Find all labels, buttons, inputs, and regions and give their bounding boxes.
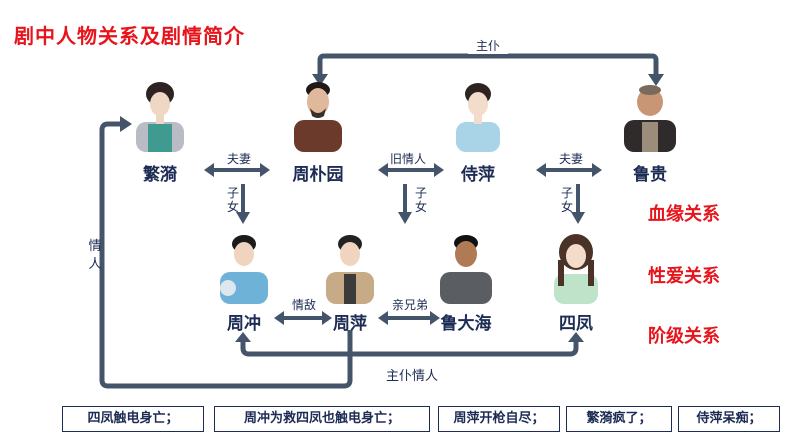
name-zhou-ping: 周萍	[333, 314, 367, 334]
relation-spouse-left: 夫妻	[226, 152, 251, 166]
name-lu-dahai: 鲁大海	[440, 314, 492, 334]
relation-master-servant: 主仆	[468, 37, 508, 54]
relation-child-right: 子女	[560, 186, 573, 214]
zhou-chong-portrait	[220, 235, 268, 304]
zhou-puyuan-portrait	[294, 82, 342, 152]
name-sifeng: 四凤	[559, 314, 593, 334]
shiping-portrait	[456, 83, 500, 152]
legend-class: 阶级关系	[648, 326, 720, 347]
legend-blood: 血缘关系	[648, 204, 720, 225]
relation-master-servant-lovers: 主仆情人	[385, 369, 438, 384]
event-zhou-ping: 周萍开枪自尽；	[438, 406, 560, 432]
name-zhou-puyuan: 周朴园	[292, 165, 344, 185]
name-fanyi: 繁漪	[143, 165, 177, 185]
relation-lover: 情人	[88, 239, 102, 272]
relation-spouse-right: 夫妻	[558, 152, 583, 166]
page-title: 剧中人物关系及剧情简介	[14, 24, 245, 48]
relation-child-left: 子女	[226, 186, 239, 214]
relation-half-brothers: 亲兄弟	[391, 298, 428, 312]
legend-love: 性爱关系	[648, 266, 720, 287]
sifeng-portrait	[554, 234, 598, 304]
name-zhou-chong: 周冲	[227, 314, 261, 334]
relation-old-lover: 旧情人	[389, 152, 426, 166]
zhou-ping-portrait	[326, 235, 374, 304]
name-lu-gui: 鲁贵	[633, 165, 667, 185]
event-shiping: 侍萍呆痴；	[678, 406, 780, 432]
lu-gui-portrait	[624, 85, 676, 152]
relation-child-mid: 子女	[414, 186, 427, 214]
relation-love-rival: 情敌	[291, 298, 316, 312]
fanyi-portrait	[136, 82, 184, 152]
lu-dahai-portrait	[440, 235, 492, 304]
name-shiping: 侍萍	[461, 165, 495, 185]
event-zhou-chong: 周冲为救四凤也触电身亡；	[214, 406, 430, 432]
event-fanyi: 繁漪疯了；	[566, 406, 672, 432]
event-sifeng: 四凤触电身亡；	[62, 406, 204, 432]
